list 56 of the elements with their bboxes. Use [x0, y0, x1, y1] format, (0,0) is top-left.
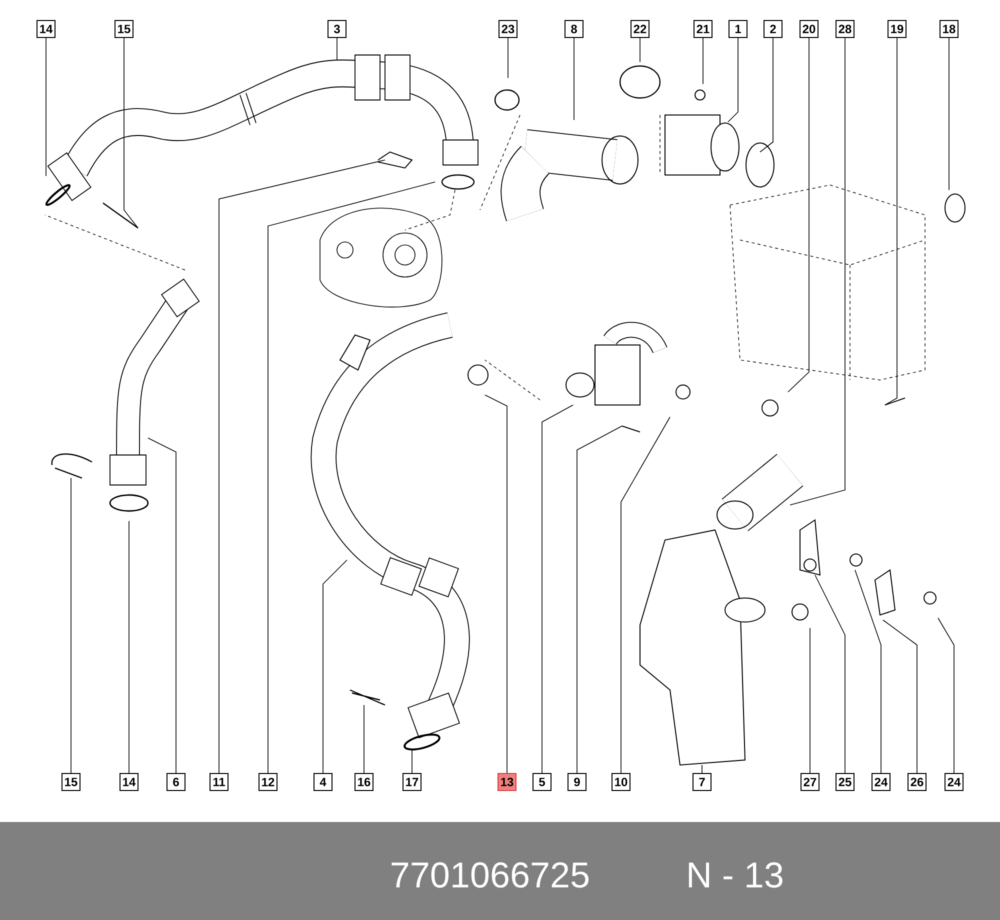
callout-number: 12 [258, 773, 278, 791]
callout-number: 10 [612, 773, 630, 791]
callout-number: 20 [800, 20, 818, 38]
leader-line [70, 478, 72, 774]
leader-line [484, 394, 508, 774]
callout-number: 23 [498, 20, 518, 38]
leader-line [576, 426, 622, 774]
leader-line [148, 438, 176, 774]
page-label: N - 13 [688, 862, 782, 888]
callout-number: 3 [328, 20, 346, 38]
callout-number: 14 [36, 20, 56, 38]
callout-number: 7 [692, 773, 712, 791]
callout-number: 18 [940, 20, 959, 38]
callout-number: 21 [694, 20, 712, 38]
callout-number: 25 [836, 773, 855, 791]
callout-number: 24 [944, 773, 964, 791]
callout-number: 9 [568, 773, 586, 791]
callout-number: 8 [564, 20, 584, 38]
leader-line [948, 38, 950, 190]
leader-line [814, 574, 846, 774]
leader-line [760, 38, 774, 152]
callout-number: 19 [888, 20, 907, 38]
leader-line [938, 618, 954, 774]
leader-line [218, 160, 386, 774]
callout-number: 16 [354, 773, 374, 791]
callout-number: 26 [908, 773, 927, 791]
leader-line [790, 38, 846, 506]
leader-line [882, 620, 918, 774]
callout-number: 28 [836, 20, 855, 38]
callout-number: 15 [62, 773, 80, 791]
callout-number: 22 [630, 20, 650, 38]
callout-number: 15 [114, 20, 134, 38]
leader-line [268, 182, 436, 774]
callout-number: 6 [166, 773, 186, 791]
callout-number: 1 [728, 20, 748, 38]
callout-number: 17 [402, 773, 422, 791]
callout-number: 5 [532, 773, 552, 791]
leader-line [336, 38, 338, 60]
callout-number: 2 [764, 20, 783, 38]
leader-line [620, 416, 670, 774]
callout-number: 13 [498, 773, 516, 791]
callout-number: 24 [872, 773, 891, 791]
leader-line [128, 520, 130, 774]
callout-number: 27 [800, 773, 820, 791]
part-number: 7701066725 [392, 862, 589, 888]
leader-line [322, 560, 348, 774]
leader-line [854, 570, 882, 774]
leader-line [542, 404, 574, 774]
leader-line [702, 38, 704, 84]
leader-line [124, 38, 138, 228]
leader-line [728, 38, 738, 122]
callout-number: 11 [210, 773, 228, 791]
leader-line [884, 38, 898, 406]
leader-line [788, 38, 810, 392]
callout-number: 14 [120, 773, 138, 791]
callout-number: 4 [314, 773, 332, 791]
